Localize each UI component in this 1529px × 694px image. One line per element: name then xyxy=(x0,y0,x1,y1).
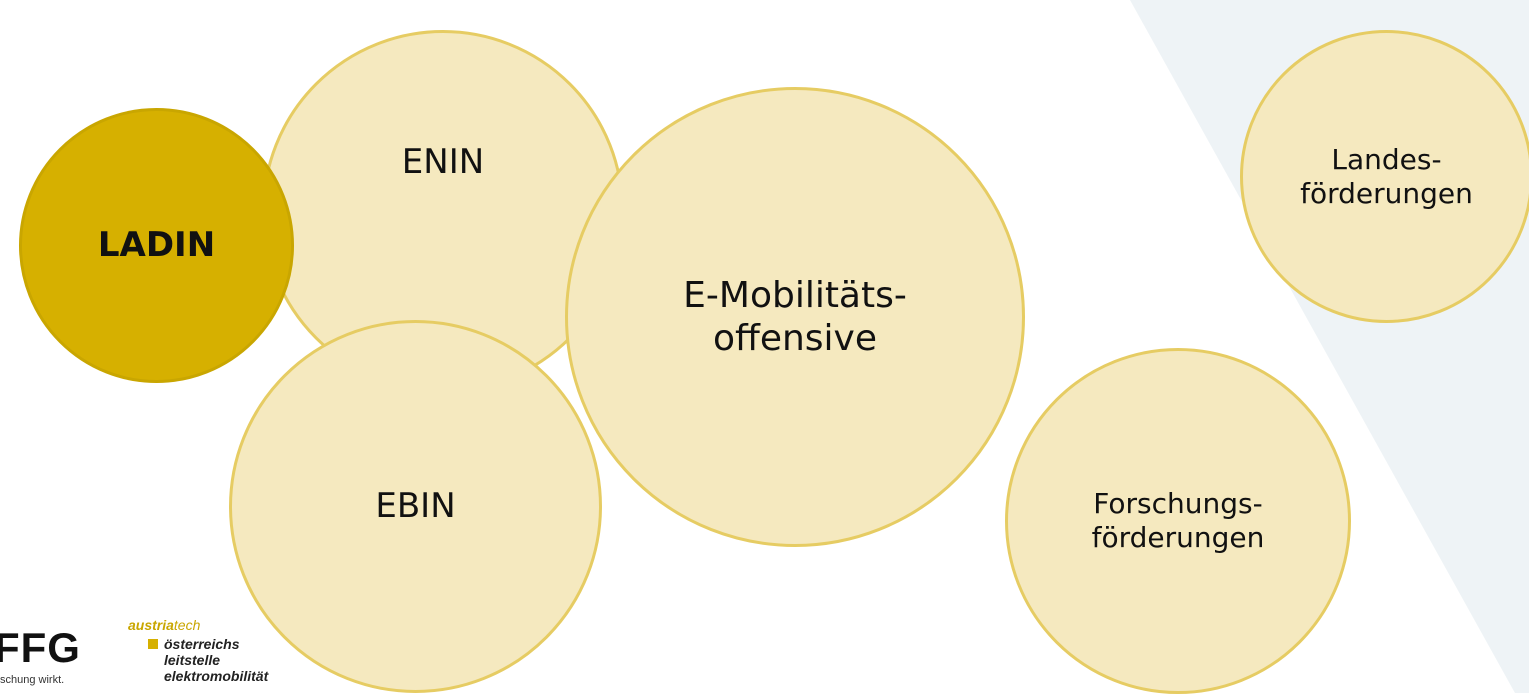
bubble-emob-label-line1: E-Mobilitäts- xyxy=(683,274,907,316)
bubble-emob-label-line2: offensive xyxy=(712,318,877,359)
bubble-landesfoerderungen: Landes- förderungen xyxy=(1240,30,1529,323)
bubble-forsch-label-line2: förderungen xyxy=(1091,521,1265,554)
ffg-logo-claim: schung wirkt. xyxy=(0,674,65,686)
bubble-enin-label: ENIN xyxy=(401,141,485,182)
bubble-ebin: EBIN xyxy=(229,320,602,693)
ffg-logo: FFG schung wirkt. xyxy=(0,620,120,693)
bubble-forschungsfoerderungen: Forschungs- förderungen xyxy=(1005,348,1351,694)
bubble-ladin-label: LADIN xyxy=(97,225,216,266)
bubble-landes-label-line1: Landes- xyxy=(1331,142,1442,176)
bubble-landes-label-line2: förderungen xyxy=(1300,176,1473,210)
austriatech-brand: austriatech xyxy=(128,617,200,633)
austriatech-line-2: leitstelle xyxy=(164,652,221,668)
bubble-ebin-label: EBIN xyxy=(375,486,456,527)
plug-icon xyxy=(148,639,158,649)
bubble-ladin: LADIN xyxy=(19,108,294,383)
austriatech-logo: austriatech österreichs leitstelle elekt… xyxy=(128,617,298,693)
austriatech-line-1: österreichs xyxy=(164,636,240,652)
bubble-e-mobilitaets-offensive: E-Mobilitäts- offensive xyxy=(565,87,1025,547)
ffg-logo-name: FFG xyxy=(0,624,81,671)
austriatech-brand-b: tech xyxy=(173,617,201,633)
bubble-forsch-label-line1: Forschungs- xyxy=(1093,487,1263,521)
austriatech-line-3: elektromobilität xyxy=(164,668,269,684)
austriatech-brand-a: austria xyxy=(128,617,174,633)
